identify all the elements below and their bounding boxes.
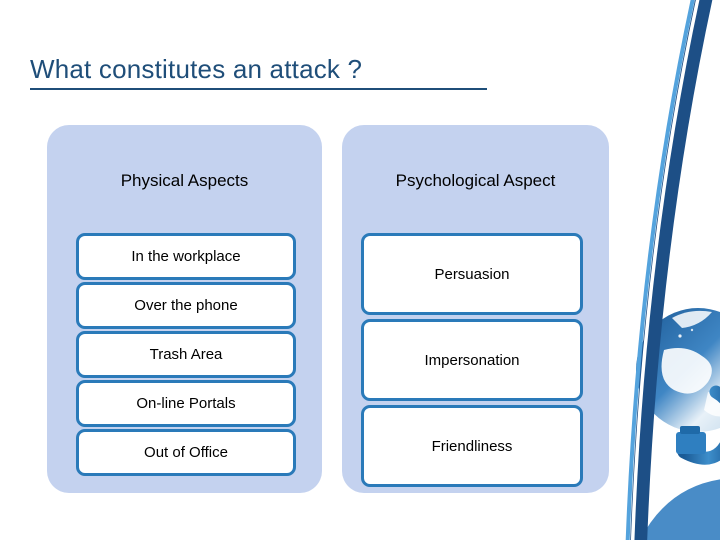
page-title-underline bbox=[30, 88, 487, 90]
panel-psychological-aspect: Psychological Aspect Persuasion Imperson… bbox=[342, 125, 609, 493]
panel-physical-aspects: Physical Aspects In the workplace Over t… bbox=[47, 125, 322, 493]
list-item-persuasion[interactable]: Persuasion bbox=[361, 233, 583, 315]
list-item-trash-area[interactable]: Trash Area bbox=[76, 331, 296, 378]
blue-swoosh-arc bbox=[621, 0, 713, 540]
globe-icon bbox=[636, 308, 720, 432]
psychological-item-list: Persuasion Impersonation Friendliness bbox=[361, 233, 583, 491]
list-item-out-of-office[interactable]: Out of Office bbox=[76, 429, 296, 476]
list-item-on-line-portals[interactable]: On-line Portals bbox=[76, 380, 296, 427]
panel-header-physical: Physical Aspects bbox=[120, 171, 249, 190]
page-title: What constitutes an attack ? bbox=[30, 54, 363, 84]
panel-header-psychological: Psychological Aspect bbox=[395, 171, 556, 190]
list-item-over-the-phone[interactable]: Over the phone bbox=[76, 282, 296, 329]
blue-sweep-shape bbox=[640, 479, 720, 540]
list-item-impersonation[interactable]: Impersonation bbox=[361, 319, 583, 401]
list-item-friendliness[interactable]: Friendliness bbox=[361, 405, 583, 487]
physical-item-list: In the workplace Over the phone Trash Ar… bbox=[76, 233, 296, 478]
list-item-in-the-workplace[interactable]: In the workplace bbox=[76, 233, 296, 280]
ethernet-cable-icon bbox=[676, 385, 720, 465]
